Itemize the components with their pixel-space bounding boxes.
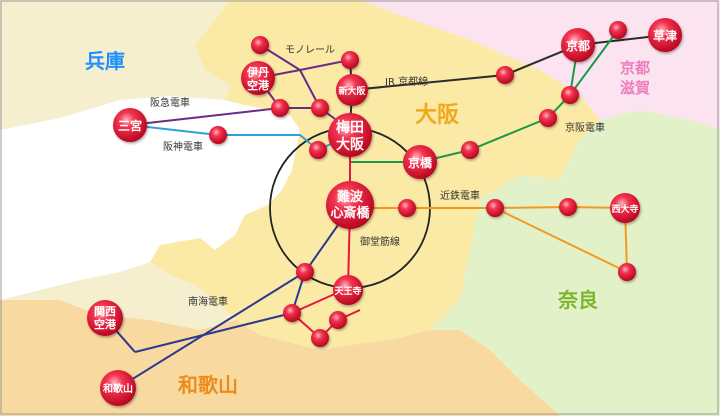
jr-kyoto-line-2 <box>351 34 666 91</box>
line-label-midosuji: 御堂筋線 <box>360 235 400 248</box>
nankai-line-2 <box>117 271 306 389</box>
region-label-kyoto: 京都 <box>620 59 650 77</box>
line-label-hankyu: 阪急電車 <box>150 96 190 109</box>
station-umeda-osaka[interactable]: 梅田 大阪 <box>328 113 372 157</box>
station-tennoji[interactable]: 天王寺 <box>333 275 363 305</box>
station-kyobashi[interactable]: 京橋 <box>403 145 437 179</box>
station-wakayama[interactable]: 和歌山 <box>100 370 136 406</box>
line-label-jr-kyoto: JR 京都線 <box>384 75 428 88</box>
station-kusatsu[interactable]: 草津 <box>648 18 682 52</box>
station-dot[interactable] <box>486 199 504 217</box>
station-shin-osaka[interactable]: 新大阪 <box>336 74 368 106</box>
minor-stations <box>209 21 636 347</box>
station-dot[interactable] <box>618 263 636 281</box>
svg-text:京都: 京都 <box>566 38 590 53</box>
hanshin-line <box>129 124 351 152</box>
svg-text:京橋: 京橋 <box>408 155 433 170</box>
svg-text:空港: 空港 <box>247 78 270 92</box>
station-dot[interactable] <box>309 141 327 159</box>
station-saidaiji[interactable]: 西大寺 <box>610 193 640 223</box>
region-label-nara: 奈良 <box>557 288 598 312</box>
station-dot[interactable] <box>329 311 347 329</box>
station-dot[interactable] <box>609 21 627 39</box>
svg-text:草津: 草津 <box>653 28 677 43</box>
line-label-monorail: モノレール <box>285 45 335 56</box>
station-dot[interactable] <box>398 199 416 217</box>
nara-land <box>430 110 720 416</box>
senshu-shore <box>0 262 235 330</box>
svg-text:三宮: 三宮 <box>118 118 142 133</box>
line-label-hanshin: 阪神電車 <box>163 140 203 153</box>
kintetsu-branch <box>494 207 628 273</box>
station-dot[interactable] <box>311 99 329 117</box>
line-label-keihan: 京阪電車 <box>565 121 605 134</box>
station-itami-airport[interactable]: 伊丹 空港 <box>241 61 275 95</box>
line-label-kintetsu: 近鉄電車 <box>440 189 480 202</box>
svg-text:伊丹: 伊丹 <box>246 65 269 79</box>
kyoto-land <box>360 0 720 130</box>
svg-text:新大阪: 新大阪 <box>338 85 366 97</box>
svg-text:関西: 関西 <box>94 305 116 318</box>
station-dot[interactable] <box>341 51 359 69</box>
svg-text:難波: 難波 <box>337 189 364 205</box>
station-dot[interactable] <box>209 126 227 144</box>
svg-text:空港: 空港 <box>94 317 117 331</box>
station-namba-shinsaibashi[interactable]: 難波 心斎橋 <box>326 181 374 229</box>
region-label-osaka: 大阪 <box>415 103 459 128</box>
station-dot[interactable] <box>251 36 269 54</box>
station-kyoto[interactable]: 京都 <box>561 28 595 62</box>
station-dot[interactable] <box>539 109 557 127</box>
station-kansai-airport[interactable]: 関西 空港 <box>87 300 123 336</box>
svg-text:心斎橋: 心斎橋 <box>330 205 370 221</box>
station-dot[interactable] <box>283 304 301 322</box>
station-sannomiya[interactable]: 三宮 <box>113 108 147 142</box>
region-label-shiga: 滋賀 <box>620 79 650 97</box>
svg-text:和歌山: 和歌山 <box>102 382 133 395</box>
svg-text:西大寺: 西大寺 <box>611 203 638 215</box>
station-dot[interactable] <box>496 66 514 84</box>
station-dot[interactable] <box>561 86 579 104</box>
svg-text:梅田: 梅田 <box>336 119 364 136</box>
wakayama-land <box>0 300 560 416</box>
region-label-hyogo: 兵庫 <box>85 49 125 73</box>
station-dot[interactable] <box>461 141 479 159</box>
region-label-wakayama: 和歌山 <box>178 373 238 397</box>
svg-text:大阪: 大阪 <box>336 136 365 153</box>
hyogo-land <box>0 0 230 130</box>
station-dot[interactable] <box>296 263 314 281</box>
line-label-nankai: 南海電車 <box>188 295 228 308</box>
station-dot[interactable] <box>311 329 329 347</box>
station-dot[interactable] <box>559 198 577 216</box>
keihan-line-2 <box>569 29 619 96</box>
svg-text:天王寺: 天王寺 <box>334 285 361 297</box>
nankai-line <box>134 207 351 353</box>
station-dot[interactable] <box>271 99 289 117</box>
